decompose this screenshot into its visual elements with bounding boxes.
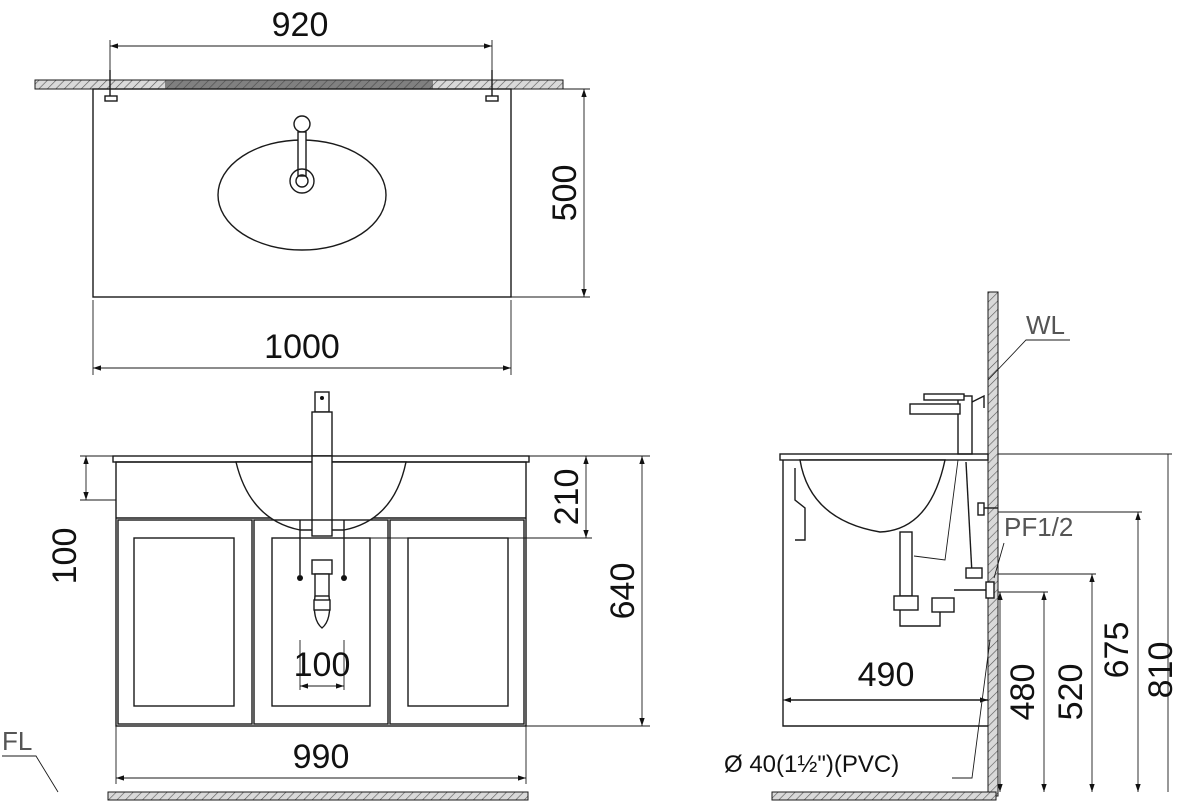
side-countertop (779, 453, 989, 461)
dim-label-480: 480 (1004, 664, 1042, 721)
front-door-right-panel (407, 537, 509, 707)
dim-label-500: 500 (546, 165, 584, 222)
plan-countertop (92, 88, 512, 298)
front-door-left (117, 519, 253, 725)
dim-label-990: 990 (293, 738, 350, 776)
dim-label-trap-100: 100 (294, 646, 351, 684)
dim-label-675: 675 (1098, 622, 1136, 679)
floor-level-leader (2, 755, 59, 793)
side-floor (771, 791, 997, 801)
front-faucet-icon (311, 391, 333, 457)
supply-label: PF1/2 (1004, 512, 1073, 542)
dim-label-520: 520 (1052, 664, 1090, 721)
dim-label-left-100: 100 (46, 528, 84, 585)
front-view: 100 100 210 640 990 FL (2, 391, 650, 801)
supply-leader (993, 542, 1005, 579)
side-view: WL PF1/2 (724, 291, 1180, 801)
plan-view: 920 500 1000 (34, 6, 590, 375)
dim-label-1000: 1000 (264, 328, 340, 366)
plan-faucet-icon (289, 115, 315, 194)
front-door-middle-panel (271, 537, 371, 707)
left-bolt-icon (104, 70, 118, 102)
supply-valve-icon (965, 461, 998, 579)
front-floor (107, 791, 529, 801)
side-cabinet-outline (782, 460, 988, 727)
front-trap-icon (297, 520, 347, 629)
floor-level-label: FL (2, 726, 32, 756)
right-bolt-icon (485, 70, 499, 102)
side-faucet-icon (909, 393, 985, 455)
wall-level-label: WL (1026, 310, 1065, 340)
front-door-right (389, 519, 525, 725)
dim-label-210: 210 (548, 469, 586, 526)
front-door-left-panel (133, 537, 235, 707)
wall-level-leader (987, 339, 1070, 381)
plan-wall-dark-band (165, 80, 433, 89)
side-basin (799, 459, 946, 533)
dim-label-640: 640 (604, 563, 642, 620)
dim-label-810: 810 (1142, 642, 1180, 699)
dim-label-490: 490 (858, 656, 915, 694)
side-wall (987, 291, 999, 797)
drain-note: Ø 40(1½")(PVC) (724, 751, 899, 778)
front-door-middle (253, 519, 389, 725)
drain-note-leader (952, 639, 991, 779)
dim-label-920: 920 (272, 6, 329, 44)
